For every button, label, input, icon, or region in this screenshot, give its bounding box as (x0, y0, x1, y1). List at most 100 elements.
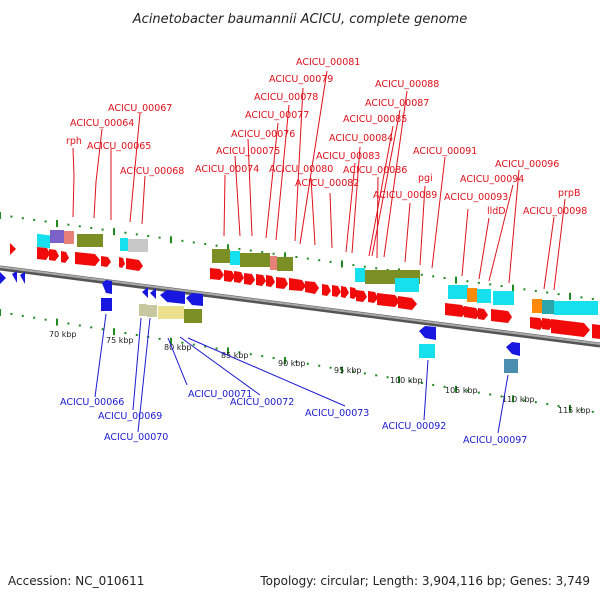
inner-tick (124, 332, 127, 335)
outer-tick (135, 233, 138, 236)
outer-tick (33, 218, 36, 221)
cog-box (419, 344, 435, 358)
cog-box (158, 306, 184, 319)
outer-tick (227, 244, 229, 252)
cog-box (542, 300, 554, 314)
inner-tick (90, 326, 93, 329)
gene-label: ACICU_00068 (120, 166, 184, 177)
tick-label-100: 100 kbp (390, 376, 423, 385)
gene-label: ACICU_00093 (444, 192, 508, 203)
outer-tick (363, 265, 366, 268)
genome-backbone (0, 265, 600, 348)
gene-label: ACICU_00091 (413, 146, 477, 157)
inner-tick (21, 314, 24, 317)
inner-tick (56, 318, 58, 326)
gene-label: ACICU_00073 (305, 408, 369, 419)
gene-label: prpB (558, 188, 580, 199)
outer-tick (249, 249, 252, 252)
cog-box (467, 288, 477, 302)
outer-tick (170, 236, 172, 244)
gene-label: pgi (418, 173, 433, 184)
tick-label-75: 75 kbp (106, 336, 134, 345)
outer-tick (420, 273, 423, 276)
gene-label: rph (66, 136, 82, 147)
gene-arrow (551, 319, 590, 337)
inner-tick (352, 370, 355, 373)
inner-tick (67, 322, 70, 325)
cog-box (139, 304, 147, 316)
outer-tick (295, 255, 298, 258)
gene-arrow (289, 278, 306, 291)
cog-box (277, 257, 293, 271)
outer-tick (181, 239, 184, 242)
cog-box (50, 230, 64, 243)
outer-tick (238, 247, 241, 250)
cog-box (230, 251, 240, 265)
gene-label: ACICU_00076 (231, 129, 295, 140)
gene-arrow (419, 326, 436, 340)
tick-label-70: 70 kbp (49, 330, 77, 339)
cog-box (270, 256, 277, 270)
outer-tick (329, 260, 332, 263)
outer-tick (204, 243, 207, 246)
gene-label: ACICU_00067 (108, 103, 172, 114)
gene-label: ACICU_00092 (382, 421, 446, 432)
outer-tick (272, 252, 275, 255)
gene-arrow (356, 290, 367, 302)
inner-tick-ring (0, 309, 594, 413)
outer-tick (10, 215, 13, 218)
inner-tick (591, 410, 594, 413)
outer-tick (306, 257, 309, 260)
gene-arrow (542, 318, 553, 330)
outer-tick (534, 289, 537, 292)
gene-label: ACICU_00089 (373, 190, 437, 201)
tick-label-80: 80 kbp (164, 343, 192, 352)
inner-tick (295, 360, 298, 363)
gene-label: ACICU_00069 (98, 411, 162, 422)
gene-arrow (126, 258, 143, 271)
cog-box (395, 278, 419, 292)
gene-label: ACICU_00082 (295, 178, 359, 189)
gene-arrow (506, 342, 520, 356)
gene-arrow (75, 252, 100, 266)
outer-tick (44, 220, 47, 223)
inner-tick (284, 356, 286, 364)
gene-arrow (12, 271, 17, 283)
gene-label: ACICU_00074 (195, 164, 259, 175)
outer-tick (261, 251, 264, 254)
gene-label: ACICU_00094 (460, 174, 524, 185)
gene-arrow (332, 285, 341, 297)
forward-gene-labels: rph ACICU_00064 ACICU_00065 ACICU_00067 … (66, 57, 587, 217)
gene-label: ACICU_00098 (523, 206, 587, 217)
inner-tick (546, 403, 549, 406)
tick-label-85: 85 kbp (221, 351, 249, 360)
gene-arrow (592, 324, 600, 339)
outer-tick (375, 267, 378, 270)
gene-arrow (224, 270, 235, 282)
outer-tick (500, 285, 503, 288)
gene-arrow (464, 306, 480, 319)
forward-strand-genes (10, 243, 600, 339)
gene-label: ACICU_00072 (230, 397, 294, 408)
inner-tick (420, 382, 423, 385)
gene-label: ACICU_00064 (70, 118, 134, 129)
gene-arrow (61, 251, 69, 263)
cog-box (184, 309, 202, 323)
inner-tick (386, 376, 389, 379)
cog-box (128, 239, 148, 252)
outer-tick (569, 292, 571, 300)
outer-tick (0, 212, 1, 219)
outer-tick (90, 226, 93, 229)
gene-arrow (119, 257, 125, 268)
gene-arrow (234, 271, 244, 283)
topology-text: Topology: circular; Length: 3,904,116 bp… (260, 574, 590, 588)
inner-tick (363, 372, 366, 375)
inner-tick (318, 364, 321, 367)
outer-tick (546, 291, 549, 294)
inner-tick (466, 389, 469, 392)
gene-label: ACICU_00078 (254, 92, 318, 103)
gene-arrow (398, 296, 417, 310)
outer-tick (113, 228, 115, 236)
inner-tick (113, 328, 115, 336)
outer-tick (477, 281, 480, 284)
